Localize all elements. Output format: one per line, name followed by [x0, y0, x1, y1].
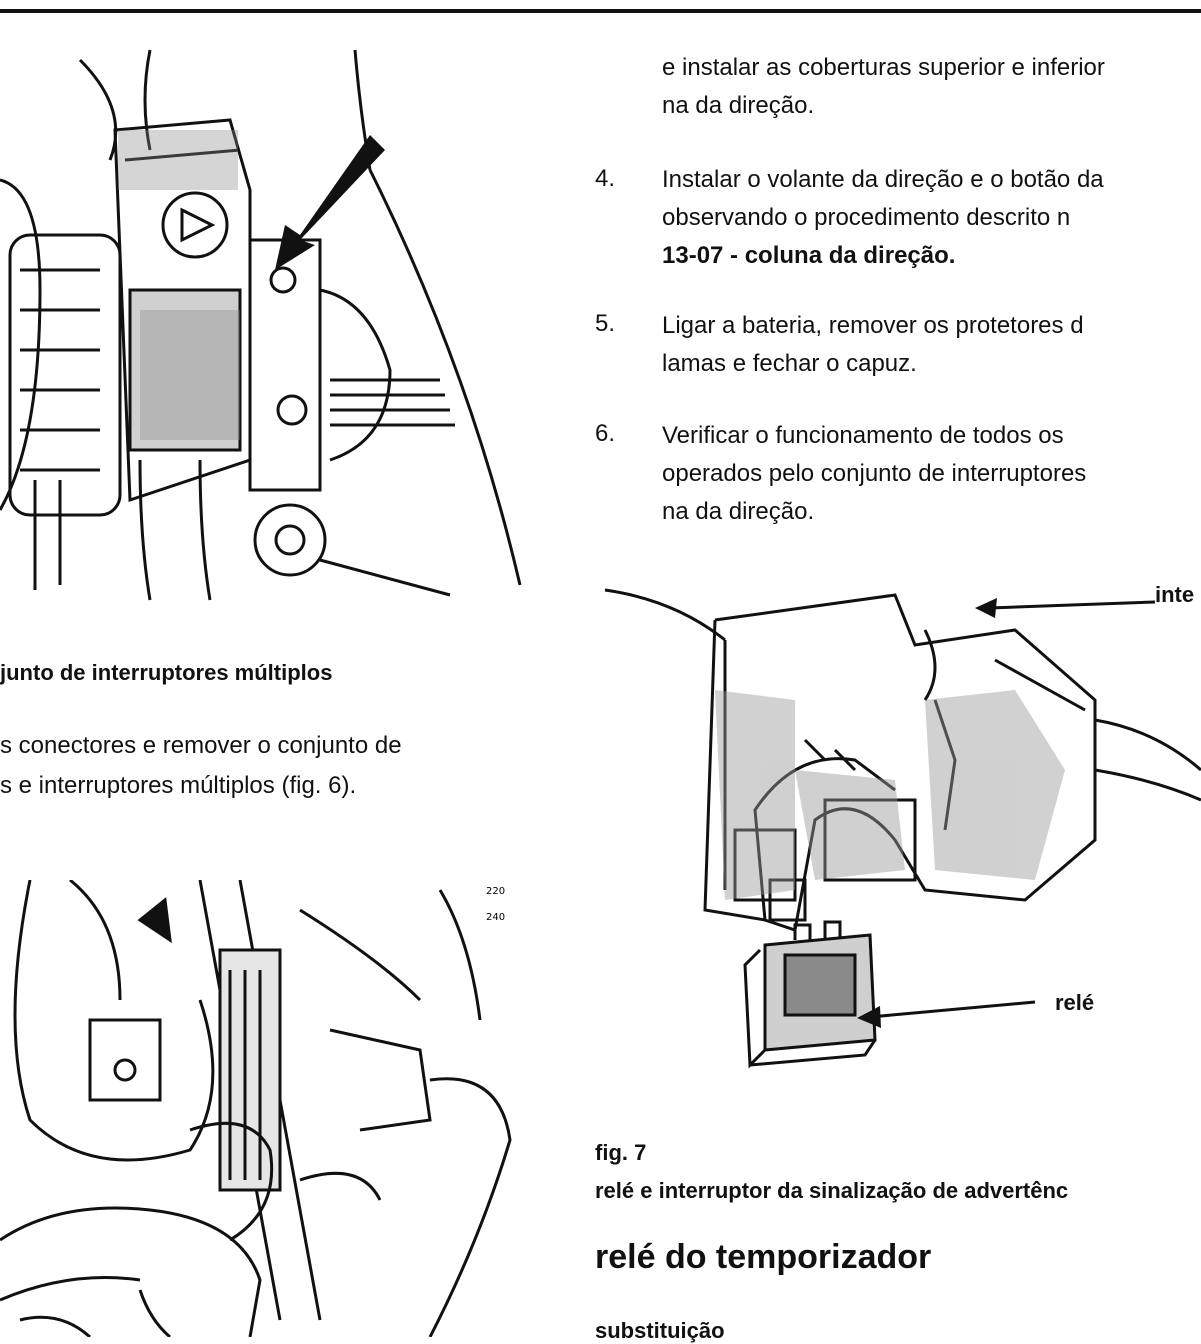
figure-connector-removal: 220 240: [0, 880, 520, 1337]
arrow-icon-top: [975, 598, 997, 618]
connector-illustration: 220 240: [0, 880, 512, 1337]
step-4-number: 4.: [595, 165, 616, 192]
intro-line-1: e instalar as coberturas superior e infe…: [662, 54, 1105, 81]
step-6-number: 6.: [595, 420, 616, 447]
step-6-line-3: na da direção.: [662, 498, 815, 525]
step-5-line-1: Ligar a bateria, remover os protetores d: [662, 312, 1084, 339]
fig7-caption: relé e interruptor da sinalização de adv…: [595, 1178, 1069, 1203]
step-6-line-2: operados pelo conjunto de interruptores: [662, 460, 1087, 487]
section-title: relé do temporizador: [595, 1238, 932, 1276]
top-rule: [0, 9, 1201, 13]
fig7-label-switch: inte: [1155, 582, 1195, 607]
figure6-caption: junto de interruptores múltiplos: [0, 660, 333, 685]
step-5-line-2: lamas e fechar o capuz.: [662, 350, 917, 377]
tick-220: 220: [486, 886, 505, 897]
tick-240: 240: [486, 912, 505, 923]
step-6-line-1: Verificar o funcionamento de todos os: [662, 422, 1064, 449]
figure-switch-assembly: [0, 40, 530, 610]
switch-assembly-illustration: [0, 49, 522, 601]
fig7-label-relay: relé: [1055, 990, 1095, 1015]
fig7-number: fig. 7: [595, 1140, 647, 1165]
step-4-line-1: Instalar o volante da direção e o botão …: [662, 166, 1104, 193]
figure7-relay: [595, 570, 1201, 1110]
subsection-title: substituição: [595, 1318, 725, 1343]
arrow-icon-relay: [857, 1006, 881, 1028]
step-4-reference: 13-07 - coluna da direção.: [662, 242, 956, 269]
step-4-line-2: observando o procedimento descrito n: [662, 204, 1071, 231]
paragraph-line-2: s e interruptores múltiplos (fig. 6).: [0, 772, 357, 799]
intro-line-2: na da direção.: [662, 92, 815, 119]
paragraph-line-1: s conectores e remover o conjunto de: [0, 732, 402, 759]
step-5-number: 5.: [595, 310, 616, 337]
relay-illustration: [604, 588, 1201, 1069]
arrow-icon: [275, 135, 385, 270]
